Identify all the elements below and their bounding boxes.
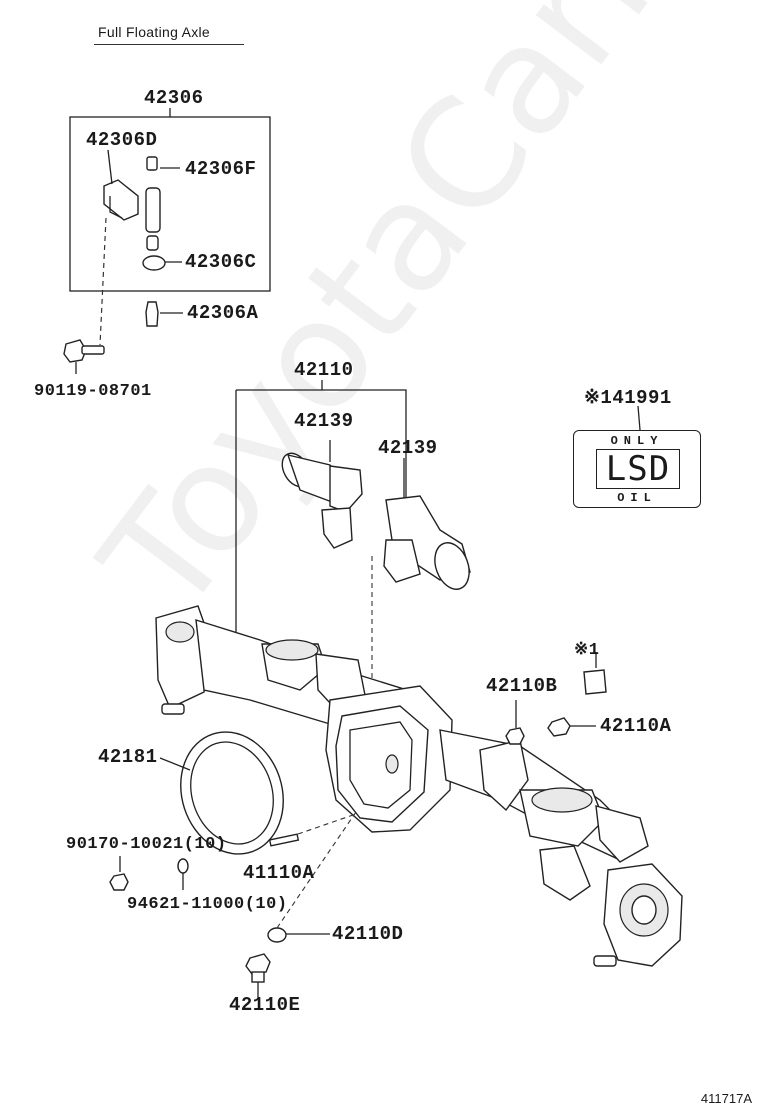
washer-42110d-part [267,811,357,943]
nut-42110a-part [547,717,596,737]
lsd-plate-main: LSD [605,449,671,489]
label-note-1: ※1 [574,641,600,660]
vent-plug-42306a-part [145,301,183,327]
label-plate-small-part [583,652,607,695]
axle-housing-42110-part [155,605,683,967]
figure-id: 411717A [700,1091,752,1106]
label-42110b: 42110B [486,675,558,697]
label-42139-right: 42139 [378,437,438,459]
lsd-plate-bottom: OIL [617,491,657,505]
diagram-title: Full Floating Axle [98,24,211,40]
axle-tube-right-42139-part [383,458,471,590]
vent-hose-part [145,187,161,251]
label-41991: ※141991 [584,387,672,409]
stud-41110a-part [268,813,357,847]
label-42110d: 42110D [332,923,404,945]
title-underline [94,44,244,45]
clamp-42306c-part [142,255,182,271]
label-42306: 42306 [144,87,204,109]
label-42110: 42110 [294,359,354,381]
label-42306a: 42306A [187,302,259,324]
label-94621-11000: 94621-11000(10) [127,895,288,914]
lsd-plate-main-box [596,449,680,489]
label-42181: 42181 [98,746,158,768]
axle-tube-left-42139-part [281,440,363,549]
plug-42110e-part [245,953,271,998]
label-42110e: 42110E [229,994,301,1016]
bolt-90119-part [63,339,105,374]
label-42306c: 42306C [185,251,257,273]
lsd-plate: ONLY LSD OIL [573,430,701,508]
plug-42306f-part [146,156,180,171]
label-42110a: 42110A [600,715,672,737]
label-90170-10021: 90170-10021(10) [66,835,227,854]
label-42306d: 42306D [86,129,158,151]
lsd-plate-top: ONLY [610,434,664,448]
label-90119-08701: 90119-08701 [34,382,152,401]
nut-42110b-part [505,700,525,745]
washer-94621-part [177,858,189,890]
label-41110a: 41110A [243,862,315,884]
label-42306f: 42306F [185,158,257,180]
label-42139-left: 42139 [294,410,354,432]
clip-42306d-part [103,149,139,221]
gasket-42181-part [159,731,284,855]
nut-90170-part [109,856,129,891]
